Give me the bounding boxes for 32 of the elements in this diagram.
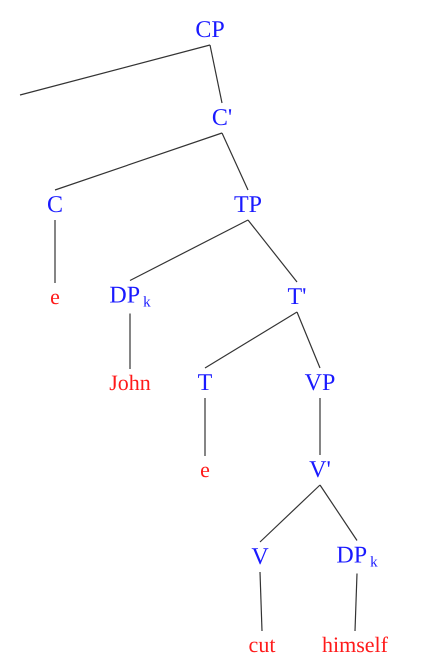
terminal-word: cut (248, 634, 276, 656)
phrase-label: C (47, 193, 63, 217)
phrase-label: DP$_{k}$ (336, 544, 378, 570)
phrase-label: T (198, 371, 212, 395)
terminal-word: e (50, 286, 60, 308)
tree-branch (248, 220, 298, 282)
phrase-label: VP (304, 371, 336, 395)
tree-branch (54, 220, 56, 283)
tree-branch (209, 44, 223, 104)
tree-branch (354, 573, 358, 632)
tree-branch (260, 484, 320, 542)
phrase-label: CP (195, 18, 225, 42)
tree-branch (54, 132, 222, 191)
phrase-label: C' (212, 106, 232, 130)
tree-branch (130, 219, 248, 282)
terminal-word: e (200, 459, 210, 481)
tree-branch (20, 44, 210, 96)
tree-branch (319, 398, 321, 455)
tree-branch (204, 398, 206, 456)
phrase-label: V' (309, 458, 331, 482)
tree-branch (296, 312, 321, 368)
tree-branch (259, 572, 263, 632)
phrase-label: T' (288, 285, 306, 309)
phrase-label: DP$_{k}$ (109, 284, 151, 310)
phrase-label: V (251, 545, 269, 569)
terminal-word: himself (322, 634, 388, 656)
terminal-word: John (109, 372, 151, 394)
tree-branch (221, 132, 249, 190)
phrase-label: TP (234, 193, 262, 217)
tree-branch (129, 314, 131, 369)
tree-branch (204, 311, 298, 369)
tree-branch (320, 484, 358, 541)
